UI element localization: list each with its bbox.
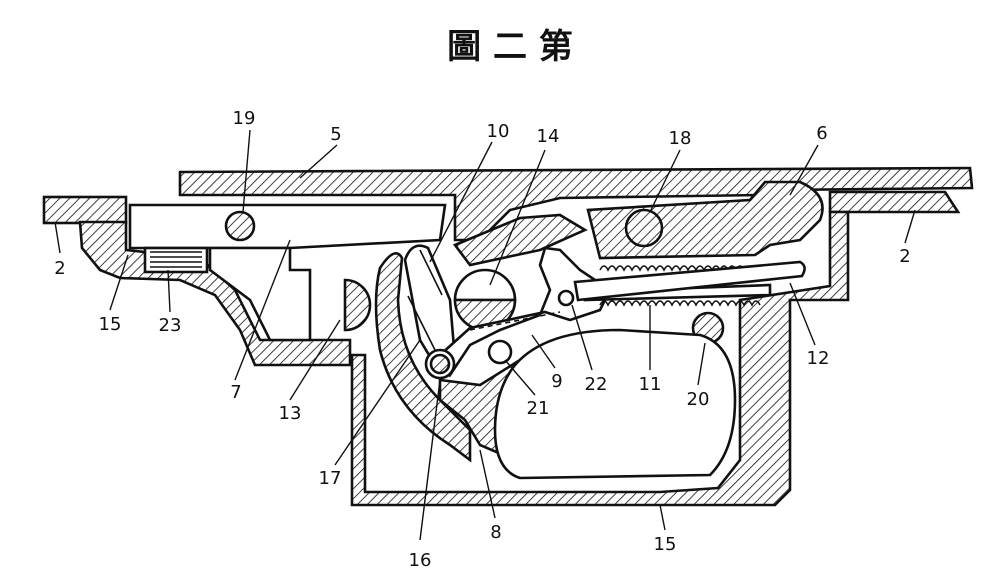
label-22: 22 (585, 374, 608, 395)
label-8: 8 (490, 522, 501, 543)
leader-14 (489, 149, 546, 286)
leader-12 (789, 282, 816, 346)
label-10: 10 (487, 121, 510, 142)
part-13-pin (343, 278, 372, 332)
label-19: 19 (233, 108, 256, 129)
label-16: 16 (409, 550, 432, 571)
label-13: 13 (279, 403, 302, 424)
label-17: 17 (319, 468, 342, 489)
part-2-left-bar (42, 195, 128, 225)
label-14: 14 (537, 126, 560, 147)
leader-16 (419, 379, 441, 541)
part-16-pivot (429, 353, 451, 375)
part-17-spring-wire (407, 295, 441, 361)
leader-6 (789, 144, 819, 196)
leader-2-left (54, 221, 61, 254)
leader-9 (531, 334, 556, 369)
part-23-spring-coils (150, 251, 202, 268)
label-23: 23 (159, 315, 182, 336)
part-11-spring-coils-bottom (599, 300, 761, 307)
part-22-pin (557, 289, 575, 307)
label-6: 6 (816, 123, 827, 144)
leader-15-left (109, 254, 129, 311)
label-7: 7 (230, 382, 241, 403)
leader-23 (167, 269, 171, 313)
label-21: 21 (527, 398, 550, 419)
label-20: 20 (687, 389, 710, 410)
part-7-lower (208, 246, 312, 342)
label-5: 5 (330, 124, 341, 145)
leader-13 (289, 319, 341, 401)
part-14-lever (452, 213, 588, 267)
label-9: 9 (551, 371, 562, 392)
part-19-pin (224, 210, 256, 242)
leader-22 (571, 304, 593, 371)
leader-21 (504, 359, 536, 396)
part-7-sear-bar (128, 203, 447, 250)
leader-2-right (904, 209, 916, 244)
leader-17 (334, 339, 421, 466)
label-11: 11 (639, 374, 662, 395)
leader-18 (649, 149, 681, 213)
part-2-right-bar (828, 190, 961, 214)
leader-15-bottom (659, 504, 666, 531)
figure-title: 圖 二 第 (447, 27, 573, 67)
part-10-hammer-inner (419, 249, 443, 296)
leader-8 (479, 449, 496, 519)
label-15-bottom: 15 (654, 534, 677, 555)
part-14-circle (453, 268, 517, 302)
part-18-pin (624, 208, 664, 248)
leader-7 (234, 239, 291, 381)
part-21-pin (487, 339, 513, 365)
leader-19 (242, 129, 251, 213)
part-15-trigger-guard (350, 210, 850, 507)
label-2-left: 2 (54, 258, 65, 279)
label-2-right: 2 (899, 246, 910, 267)
leader-5 (299, 144, 338, 179)
part-17-spring (374, 252, 472, 463)
label-12: 12 (807, 348, 830, 369)
part-12-rod (573, 260, 806, 302)
label-15-left: 15 (99, 314, 122, 335)
part-9-dashed (469, 311, 561, 331)
leader-20 (697, 342, 706, 386)
leader-10 (429, 141, 493, 263)
part-9-lever (438, 246, 612, 378)
label-18: 18 (669, 128, 692, 149)
